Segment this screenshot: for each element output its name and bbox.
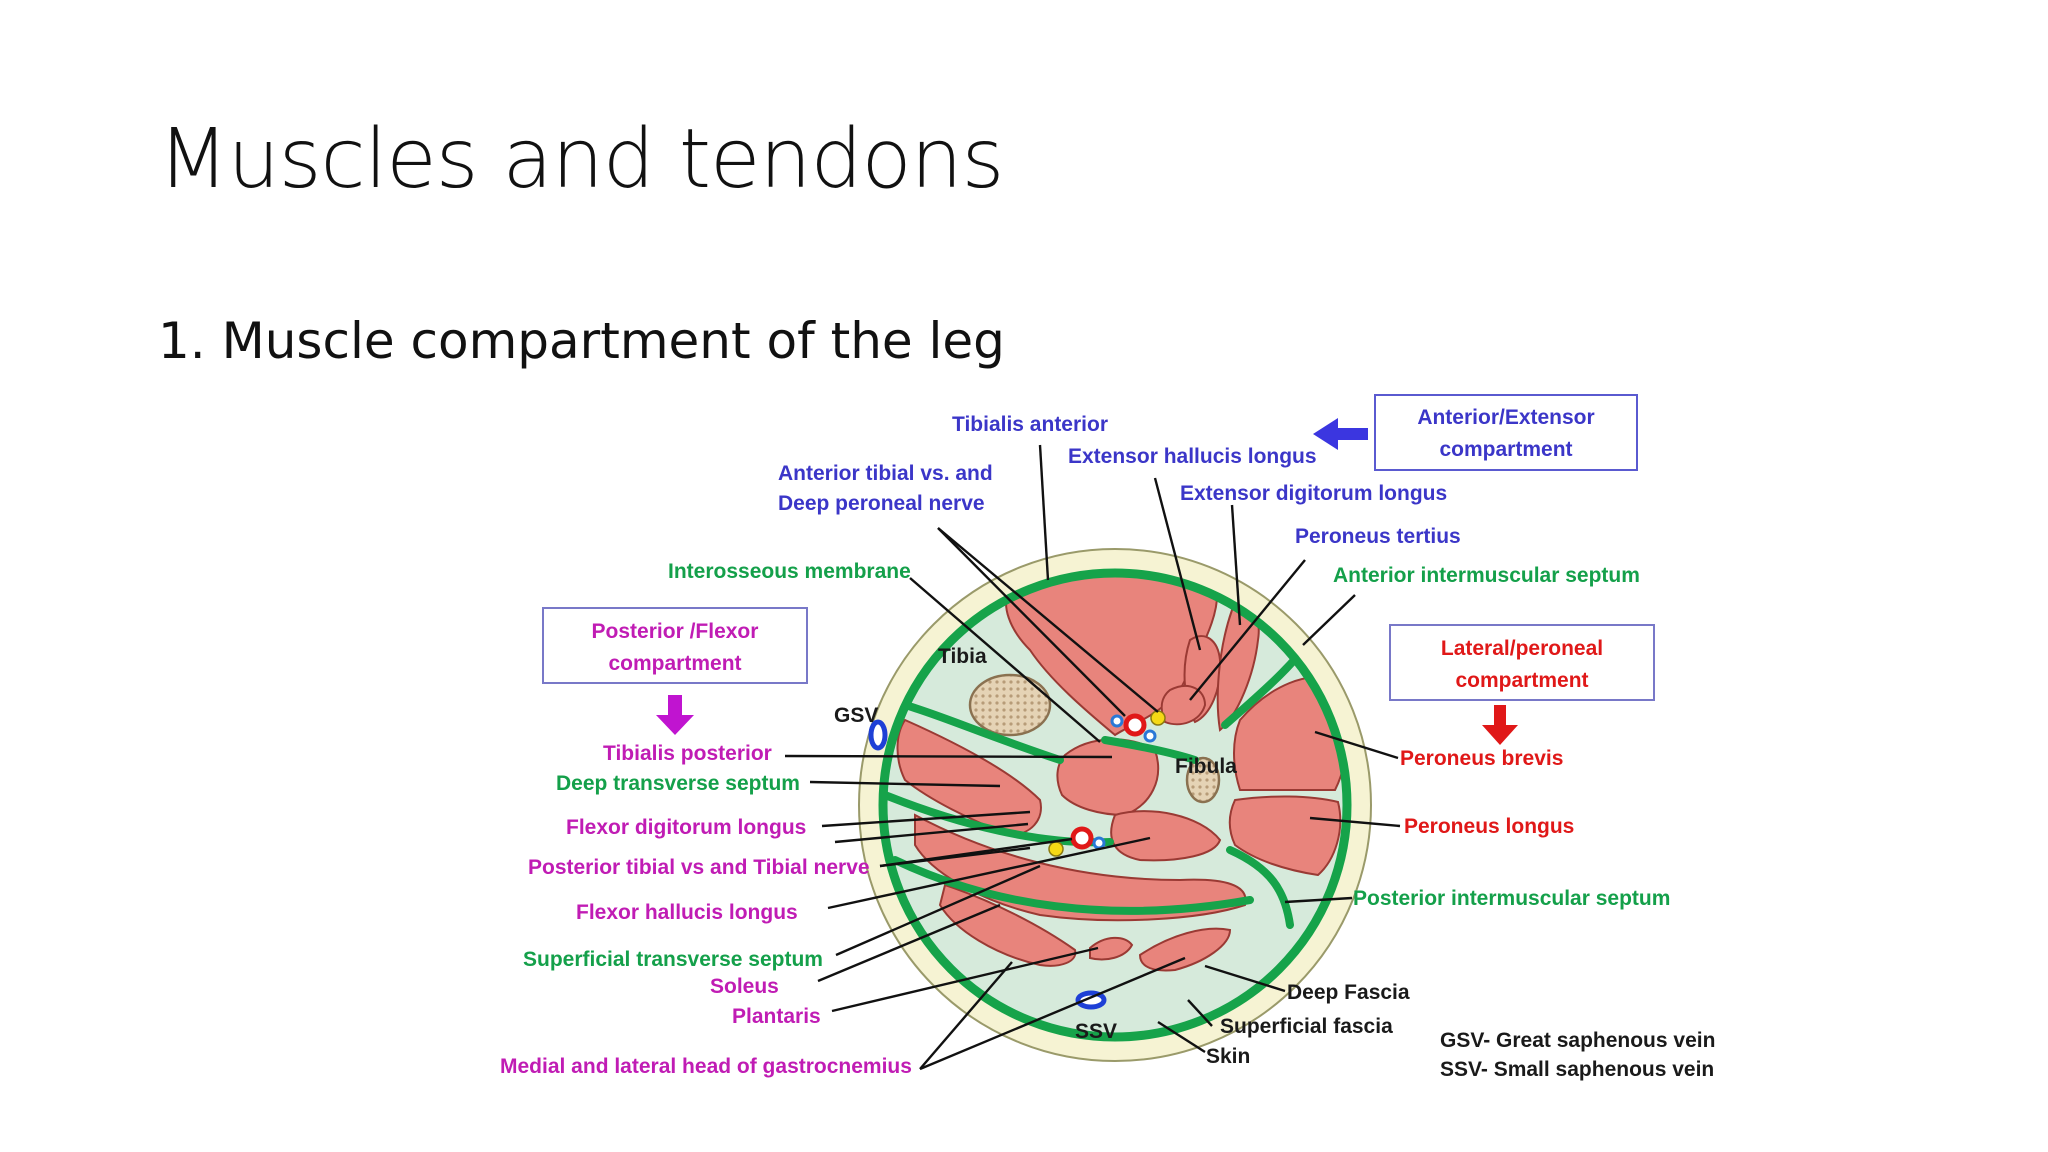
fibula-bone [1185, 756, 1221, 804]
label-anterior-intermuscular-septum: Anterior intermuscular septum [1333, 564, 1640, 587]
label-peroneus-tertius: Peroneus tertius [1295, 525, 1461, 548]
lateral-box-line1: Lateral/peroneal [1441, 637, 1603, 660]
label-interosseous-membrane: Interosseous membrane [668, 560, 911, 583]
muscle-peroneus-longus [1228, 795, 1342, 877]
label-gsv: GSV [834, 704, 878, 727]
lateral-arrow-icon [1482, 705, 1518, 745]
deep-fascia-ring [878, 568, 1352, 1042]
label-anterior-tibial-vs-line2: Deep peroneal nerve [778, 492, 985, 515]
label-peroneus-longus: Peroneus longus [1404, 815, 1574, 838]
slide-title: Muscles and tendons [158, 112, 1004, 207]
posterior-box-line2: compartment [608, 652, 741, 675]
label-superficial-transverse-septum: Superficial transverse septum [523, 948, 823, 971]
lateral-box-line2: compartment [1455, 669, 1588, 692]
label-superficial-fascia: Superficial fascia [1220, 1015, 1393, 1038]
muscle-flexor-hallucis-longus [1110, 810, 1222, 862]
deep-peroneal-nerve [1150, 710, 1166, 726]
label-fibula: Fibula [1175, 755, 1237, 778]
label-peroneus-brevis: Peroneus brevis [1400, 747, 1563, 770]
leader-lines [784, 444, 1401, 1071]
anterior-arrow-icon [1313, 418, 1368, 450]
posterior-tibial-artery [1070, 826, 1094, 850]
posterior-compartment-box [542, 607, 808, 684]
label-flexor-hallucis-longus: Flexor hallucis longus [576, 901, 798, 924]
label-ssv: SSV [1075, 1020, 1117, 1043]
label-gastrocnemius: Medial and lateral head of gastrocnemius [500, 1055, 912, 1078]
posterior-intermuscular-septum [1226, 846, 1294, 929]
muscle-plantaris [1089, 936, 1134, 961]
anterior-tibial-artery [1123, 713, 1147, 737]
muscle-gastrocnemius-lateral [1138, 927, 1232, 972]
interosseous-membrane [1101, 736, 1199, 764]
posterior-box-line1: Posterior /Flexor [592, 620, 759, 643]
anterior-box-line1: Anterior/Extensor [1417, 406, 1594, 429]
label-deep-fascia: Deep Fascia [1287, 981, 1410, 1004]
label-deep-transverse-septum: Deep transverse septum [556, 772, 800, 795]
label-skin: Skin [1206, 1045, 1250, 1068]
label-anterior-tibial-vs-line1: Anterior tibial vs. and [778, 462, 993, 485]
anterior-tibial-vein-1 [1110, 714, 1124, 728]
small-saphenous-vein [1075, 990, 1107, 1010]
superficial-transverse-septum [891, 856, 1254, 915]
label-extensor-hallucis-longus: Extensor hallucis longus [1068, 445, 1317, 468]
posterior-arrow-icon [656, 695, 694, 735]
lateral-compartment-box [1389, 624, 1655, 701]
label-flexor-digitorum-longus: Flexor digitorum longus [566, 816, 806, 839]
legend-ssv: SSV- Small saphenous vein [1440, 1058, 1714, 1081]
legend-gsv: GSV- Great saphenous vein [1440, 1029, 1715, 1052]
tibia-bone [968, 673, 1052, 737]
label-posterior-tibial-vs: Posterior tibial vs and Tibial nerve [528, 856, 870, 879]
label-soleus: Soleus [710, 975, 779, 998]
anterior-tibial-vein-2 [1143, 729, 1157, 743]
slide-subtitle: 1. Muscle compartment of the leg [158, 312, 1005, 370]
posterior-tibial-vein [1092, 836, 1106, 850]
label-extensor-digitorum-longus: Extensor digitorum longus [1180, 482, 1447, 505]
anterior-compartment-box [1374, 394, 1638, 471]
tibial-nerve [1048, 841, 1064, 857]
label-plantaris: Plantaris [732, 1005, 821, 1028]
muscle-gastrocnemius-medial [938, 883, 1077, 967]
label-posterior-intermuscular-septum: Posterior intermuscular septum [1353, 887, 1670, 910]
label-tibia: Tibia [938, 645, 987, 668]
label-tibialis-anterior: Tibialis anterior [952, 413, 1108, 436]
great-saphenous-vein [868, 719, 888, 751]
anterior-box-line2: compartment [1439, 438, 1572, 461]
posterior-compartment-boundary [901, 701, 1064, 764]
label-tibialis-posterior: Tibialis posterior [603, 742, 772, 765]
